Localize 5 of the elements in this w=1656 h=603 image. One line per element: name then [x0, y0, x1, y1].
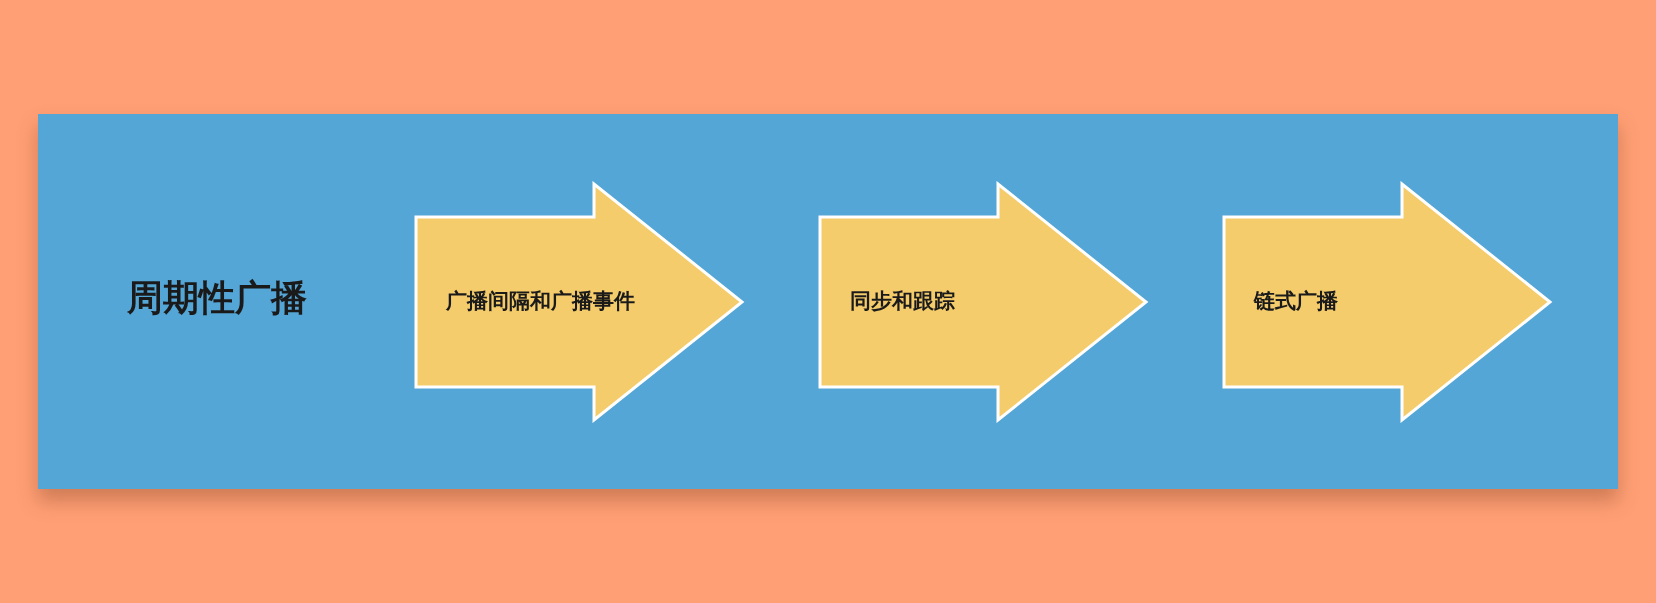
banner-title: 周期性广播: [127, 276, 307, 320]
step-label: 链式广播: [1254, 288, 1338, 315]
step-label: 广播间隔和广播事件: [446, 288, 635, 315]
step-label: 同步和跟踪: [850, 288, 955, 315]
banner-panel: [38, 114, 1618, 489]
